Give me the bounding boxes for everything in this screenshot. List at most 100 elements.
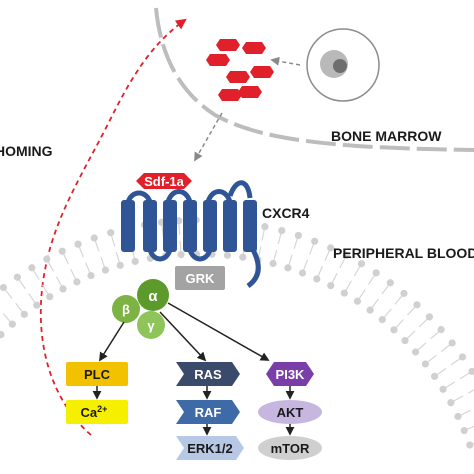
- lipid-head: [33, 301, 41, 309]
- lipid-head: [90, 234, 98, 242]
- plc-label: PLC: [84, 367, 111, 382]
- grk-box: GRK: [175, 266, 225, 290]
- ligand-hexagon: [242, 42, 266, 54]
- lipid-head: [353, 297, 362, 305]
- lipid-head: [468, 367, 474, 375]
- lipid-head: [421, 360, 429, 368]
- g-beta-label: β: [122, 302, 130, 317]
- lipid-head: [311, 237, 319, 245]
- lipid-head: [73, 278, 81, 286]
- mtor-box: mTOR: [258, 436, 322, 460]
- g-protein: α β γ: [112, 279, 169, 339]
- lipid-head: [20, 310, 28, 318]
- lipid-head: [411, 348, 420, 356]
- marrow-cell: [306, 28, 380, 102]
- g-alpha-label: α: [148, 288, 158, 305]
- bone-marrow-boundary: [154, 7, 474, 152]
- calcium-box: Ca2+: [66, 400, 128, 424]
- plc-box: PLC: [66, 362, 128, 386]
- grk-label: GRK: [186, 271, 216, 286]
- lipid-head: [437, 326, 445, 334]
- mtor-label: mTOR: [271, 441, 310, 456]
- lipid-head: [401, 337, 409, 345]
- g-gamma-label: γ: [147, 318, 155, 333]
- lipid-head: [13, 273, 21, 281]
- transmembrane-helix: [203, 200, 217, 252]
- ras-label: RAS: [194, 367, 222, 382]
- ligand-hexagon: [216, 39, 240, 51]
- lipid-head: [413, 301, 421, 309]
- ligand-hexagon: [206, 54, 230, 66]
- lipid-head: [284, 264, 292, 272]
- lipid-head: [466, 441, 474, 449]
- lipid-head: [448, 339, 456, 347]
- lipid-head: [239, 253, 247, 261]
- lipid-head: [425, 313, 434, 321]
- lipid-head: [298, 269, 307, 277]
- lipid-head: [59, 285, 67, 293]
- cxcr4-receptor: [121, 180, 261, 289]
- ligand-hexagon: [218, 89, 242, 101]
- lipid-head: [46, 293, 54, 301]
- pi3k-label: PI3K: [276, 367, 306, 382]
- ligand-to-receptor-arrow: [194, 112, 223, 162]
- lipid-head: [131, 257, 139, 266]
- lipid-head: [327, 282, 335, 290]
- lipid-head: [107, 229, 115, 237]
- ligand-hexagon: [250, 66, 274, 78]
- transmembrane-helix: [143, 200, 157, 252]
- lipid-head: [87, 271, 95, 280]
- lipid-head: [8, 320, 16, 328]
- lipid-head: [400, 289, 408, 298]
- lipid-head: [366, 306, 374, 314]
- sdf1a-ligand: Sdf-1a: [136, 173, 192, 189]
- calcium-label: Ca: [81, 405, 98, 420]
- lipid-head: [278, 227, 286, 235]
- lipid-head: [327, 244, 335, 252]
- calcium-charge: 2+: [97, 404, 107, 414]
- lipid-head: [116, 261, 124, 269]
- svg-text:Ca2+: Ca2+: [81, 404, 108, 420]
- lipid-head: [372, 269, 380, 277]
- transmembrane-helix: [163, 200, 177, 252]
- transmembrane-helix: [183, 200, 197, 252]
- lipid-head: [430, 372, 439, 380]
- lipid-head: [101, 266, 110, 274]
- transmembrane-helix: [243, 200, 257, 252]
- lipid-head: [0, 283, 8, 292]
- lipid-head: [223, 251, 232, 259]
- lipid-head: [58, 247, 66, 255]
- cell-to-ligand-arrow: [270, 56, 301, 66]
- lipid-head: [294, 231, 302, 240]
- lipid-head: [458, 353, 467, 361]
- homing-label: HOMING: [0, 143, 53, 159]
- lipid-head: [340, 289, 348, 297]
- pi3k-box: PI3K: [266, 362, 314, 386]
- akt-label: AKT: [277, 405, 304, 420]
- lipid-head: [28, 264, 36, 272]
- ligand-hexagon: [226, 71, 250, 83]
- lipid-head: [177, 251, 185, 259]
- lipid-head: [390, 326, 398, 334]
- lipid-tail: [468, 389, 474, 394]
- transmembrane-helix: [121, 200, 135, 252]
- sdf1a-label: Sdf-1a: [144, 174, 185, 189]
- peripheral-blood-label: PERIPHERAL BLOOD: [333, 245, 474, 261]
- lipid-head: [342, 251, 350, 259]
- secreted-ligands: [206, 39, 274, 101]
- lipid-head: [269, 259, 277, 268]
- lipid-head: [386, 279, 394, 287]
- lipid-head: [460, 426, 468, 435]
- lipid-head: [447, 399, 455, 407]
- bone-marrow-label: BONE MARROW: [331, 128, 442, 144]
- lipid-head: [439, 385, 447, 393]
- raf-label: RAF: [195, 405, 222, 420]
- lipid-head: [313, 275, 321, 283]
- raf-box: RAF: [176, 400, 240, 424]
- lipid-head: [0, 331, 5, 339]
- erk-label: ERK1/2: [187, 441, 233, 456]
- lipid-head: [454, 412, 462, 421]
- akt-box: AKT: [258, 400, 322, 424]
- ligand-hexagon: [238, 86, 262, 98]
